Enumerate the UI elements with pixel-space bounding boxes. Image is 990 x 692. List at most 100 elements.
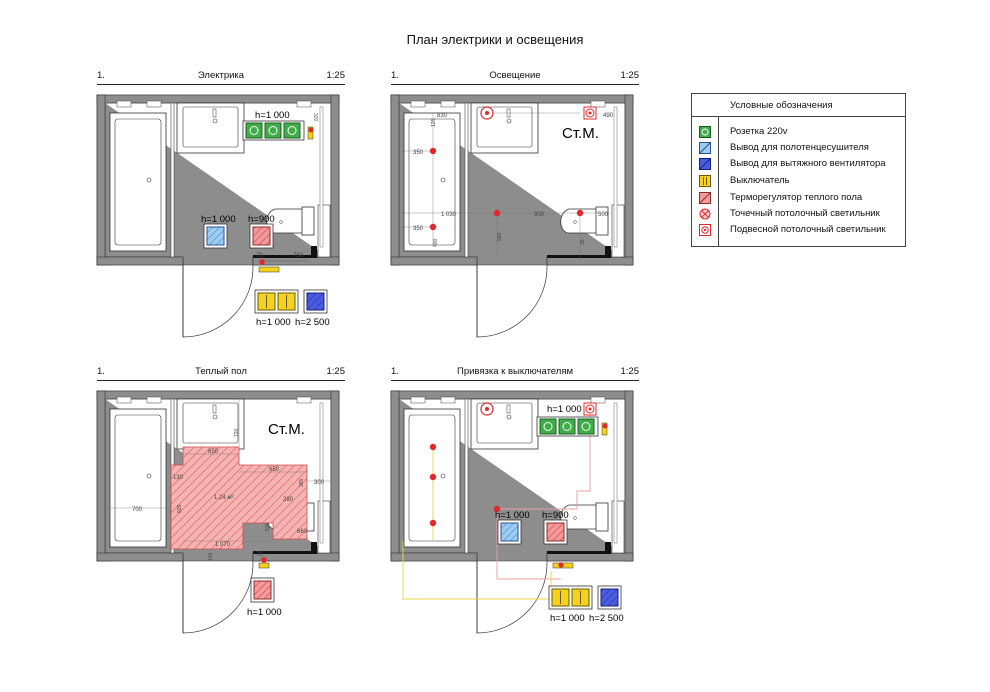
height-label-switches: h=1 000 (256, 317, 291, 328)
socket-icon (699, 126, 711, 138)
dimension-label: 1 030 (441, 212, 457, 218)
legend-label: Выключатель (730, 175, 790, 186)
pendant-ceiling-light-icon (699, 224, 711, 236)
switch-icon (571, 588, 590, 607)
pendant-ceiling-light-icon (480, 106, 494, 120)
legend-header: Условные обозначения (692, 94, 905, 117)
fan-outlet-icon (600, 588, 619, 607)
dimension-label: 700 (132, 507, 143, 513)
dimension-label: 400 (433, 238, 439, 247)
legend-row-socket: Розетка 220v (692, 124, 905, 140)
spot-ceiling-light-icon (429, 473, 437, 481)
dimension-label: 525 (265, 522, 271, 531)
legend-label: Терморегулятор теплого пола (730, 192, 863, 203)
plan-name: Электрика (197, 70, 245, 81)
dimension-label: 925 (177, 504, 183, 513)
dimension-label: 830 (437, 113, 448, 119)
spot-ceiling-light-icon (429, 147, 437, 155)
spot-ceiling-light-icon (493, 209, 501, 217)
dimension-label: 750 (293, 253, 304, 259)
spot-ceiling-light-icon (429, 443, 437, 451)
legend-label: Розетка 220v (730, 126, 788, 137)
label-stm: Ст.М. (268, 421, 305, 438)
spot-ceiling-light-icon (576, 209, 584, 217)
plan-scale: 1:25 (620, 366, 640, 377)
plan-name: Привязка к выключателям (457, 366, 573, 377)
spot-ceiling-light-icon (493, 505, 501, 513)
legend-title: Условные обозначения (730, 100, 833, 111)
dimension-label: 280 (283, 497, 294, 503)
dimension-label: 320 (312, 113, 318, 122)
plan-number: 1. (391, 70, 399, 81)
plan-lighting: Ст.М. 830 490 125 350 1 030 900 500 350 … (390, 94, 634, 338)
dimension-label: 130 (173, 475, 184, 481)
legend-row-fan: Вывод для вытяжного вентилятора (692, 156, 905, 172)
spot-ceiling-light-icon (699, 208, 711, 220)
plan-electric: h=1 000 320 h=1 000 h=900 70 750 h=1 000… (96, 94, 340, 338)
height-label-sockets: h=1 000 (255, 110, 290, 121)
pendant-ceiling-light-icon (583, 106, 597, 120)
dimension-label: 1 070 (215, 542, 231, 548)
plan-number: 1. (391, 366, 399, 377)
dimension-label: 125 (431, 118, 437, 127)
dimension-label: 100 (208, 552, 214, 561)
dimension-label: 70 (256, 253, 263, 259)
plan-number: 1. (97, 366, 105, 377)
height-label-floor: h=900 (542, 510, 569, 521)
towel-dryer-outlet-icon (500, 522, 519, 542)
socket-icon (577, 418, 595, 435)
floor-thermostat-icon (252, 226, 271, 246)
towel-dryer-outlet-icon (699, 142, 711, 154)
switch-icon (257, 292, 276, 311)
towel-dryer-outlet-icon (206, 226, 225, 246)
spot-ceiling-light-icon (429, 519, 437, 527)
plan-header-electric: 1. Электрика 1:25 (97, 70, 345, 85)
legend-row-towel: Вывод для полотенцесушителя (692, 140, 905, 156)
legend-label: Вывод для полотенцесушителя (730, 142, 869, 153)
height-label-regulator: h=1 000 (247, 607, 282, 618)
dimension-label: 900 (534, 212, 545, 218)
plan-scale: 1:25 (326, 366, 346, 377)
page-title: План электрики и освещения (406, 32, 584, 47)
legend-label: Точечный потолочный светильник (730, 208, 880, 219)
floor-thermostat-icon (699, 192, 711, 204)
switch-icon (277, 292, 296, 311)
pendant-ceiling-light-icon (480, 402, 494, 416)
fan-outlet-icon (699, 158, 711, 170)
legend-row-pendant: Подвесной потолочный светильник (692, 222, 905, 238)
plan-header-binding: 1. Привязка к выключателям 1:25 (391, 366, 639, 381)
dimension-label: 350 (413, 226, 424, 232)
plan-header-lighting: 1. Освещение 1:25 (391, 70, 639, 85)
dimension-label: 490 (603, 113, 614, 119)
legend-row-switch: Выключатель (692, 173, 905, 189)
dimension-label: 365 (299, 478, 305, 487)
height-label-towel: h=1 000 (495, 510, 530, 521)
plan-number: 1. (97, 70, 105, 81)
socket-icon (539, 418, 557, 435)
socket-block (242, 120, 305, 141)
height-label-fan: h=2 500 (295, 317, 330, 328)
socket-block (536, 416, 599, 437)
dimension-label: 720 (234, 428, 240, 437)
socket-icon (264, 122, 282, 139)
height-label-fan: h=2 500 (589, 613, 624, 624)
socket-icon (558, 418, 576, 435)
legend-row-spot: Точечный потолочный светильник (692, 206, 905, 222)
height-label-floor: h=900 (248, 214, 275, 225)
socket-icon (283, 122, 301, 139)
legend-row-thermostat: Терморегулятор теплого пола (692, 190, 905, 206)
dimension-label: 650 (208, 449, 219, 455)
floor-thermostat-icon (546, 522, 565, 542)
dimension-label: 550 (497, 232, 503, 241)
plan-binding: h=1 000 h=1 000 h=900 h=1 000 h=2 500 (390, 390, 634, 634)
legend-label: Вывод для вытяжного вентилятора (730, 158, 886, 169)
dimension-label: 35 (580, 239, 586, 245)
pendant-ceiling-light-icon (583, 402, 597, 416)
plan-heating: Ст.М. 720 650 650 130 1.24 м² 700 925 36… (96, 390, 340, 634)
plan-name: Освещение (489, 70, 541, 81)
legend: Условные обозначения Розетка 220v Вывод … (691, 93, 906, 247)
height-label-sockets: h=1 000 (547, 404, 582, 415)
dimension-label: 500 (598, 212, 609, 218)
socket-icon (245, 122, 263, 139)
fan-outlet-icon (306, 292, 325, 311)
